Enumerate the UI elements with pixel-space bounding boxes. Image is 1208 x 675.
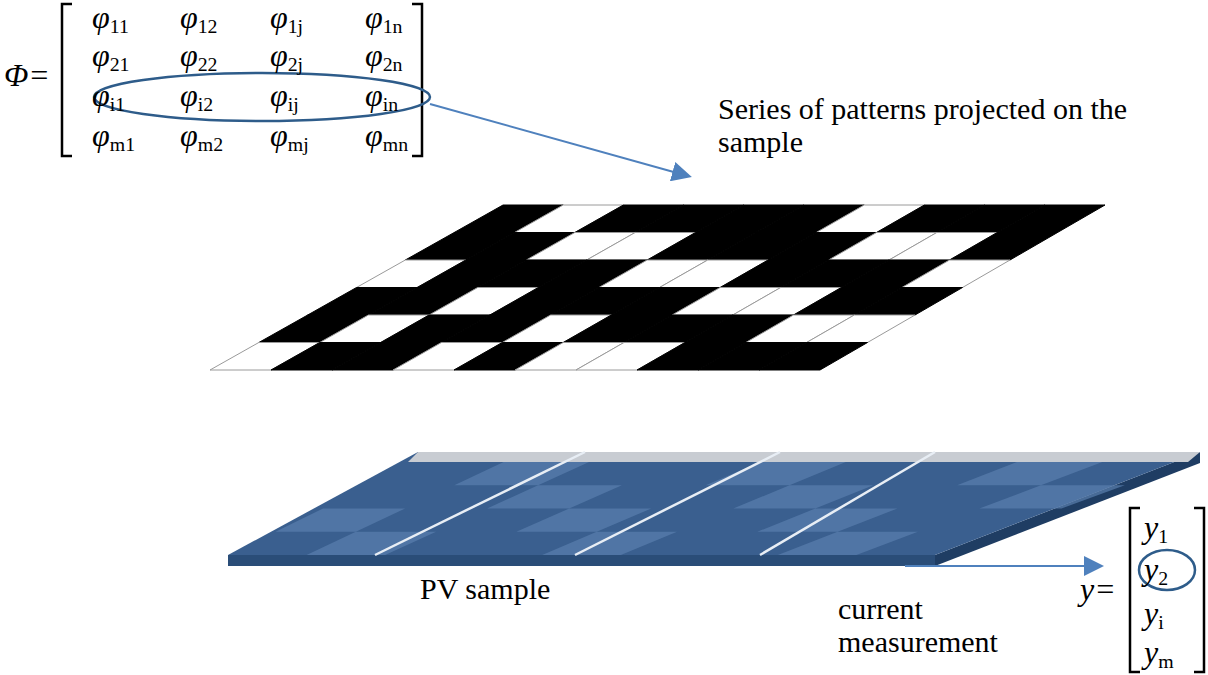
math-symbol: φ2n [365, 38, 403, 76]
math-symbol: φi2 [180, 78, 213, 116]
math-symbol: y1 [1144, 510, 1168, 548]
math-symbol: ym [1144, 635, 1174, 673]
math-symbol: φm1 [92, 118, 135, 156]
math-symbol: Φ= [4, 58, 50, 93]
math-symbol: φ1j [270, 0, 303, 38]
vector-bracket [1194, 508, 1204, 672]
math-symbol: φij [270, 78, 299, 116]
math-symbol: φ12 [180, 0, 218, 38]
pointer-arrow [905, 565, 1100, 567]
row-highlight [94, 73, 430, 121]
math-symbol: φi1 [92, 78, 125, 116]
matrix-bracket [62, 4, 72, 156]
math-symbol: yi [1144, 596, 1164, 634]
caption-label: PV sample [420, 572, 550, 605]
vector-bracket [1130, 508, 1140, 672]
pv-sample [228, 452, 1200, 566]
matrix-bracket [412, 4, 422, 156]
math-symbol: φ22 [180, 38, 218, 76]
entry-highlight [1139, 550, 1195, 590]
projected-pattern [210, 205, 1105, 370]
math-symbol: φin [365, 78, 398, 116]
math-symbol: φ2j [270, 38, 303, 76]
math-symbol: y2 [1144, 552, 1168, 590]
caption-label: current measurement [838, 592, 1068, 658]
math-symbol: φmj [270, 118, 309, 156]
math-symbol: φ11 [92, 0, 129, 38]
math-symbol: y= [1080, 572, 1116, 607]
pointer-arrow [430, 104, 688, 176]
math-symbol: φm2 [180, 118, 223, 156]
math-symbol: φ21 [92, 38, 130, 76]
math-symbol: φ1n [365, 0, 403, 38]
caption-label: Series of patterns projected on the samp… [718, 92, 1158, 158]
math-symbol: φmn [365, 118, 408, 156]
